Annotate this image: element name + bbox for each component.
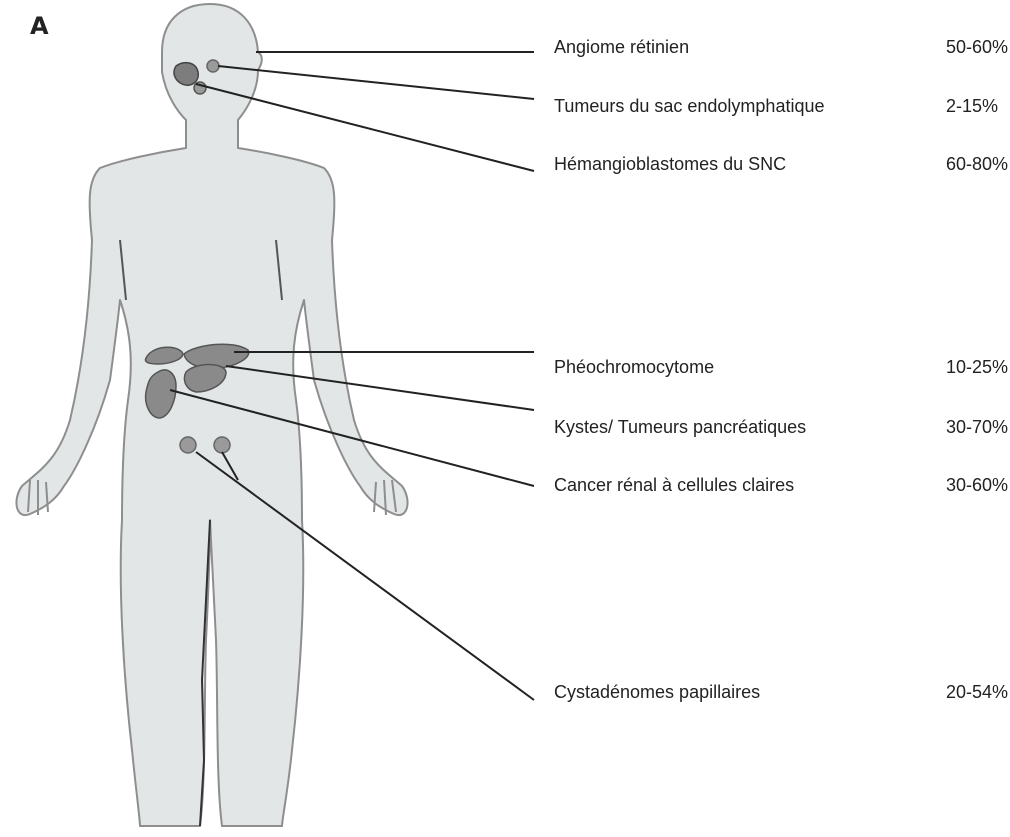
- annotation-percent-epididymis: 20-54%: [946, 681, 1008, 703]
- cerebellum-organ: [174, 63, 198, 86]
- annotation-percent-inner-ear: 2-15%: [946, 95, 998, 117]
- annotation-percent-cerebellum: 60-80%: [946, 153, 1008, 175]
- annotation-label-cerebellum: Hémangioblastomes du SNC: [554, 153, 786, 175]
- annotation-label-pancreas: Kystes/ Tumeurs pancréatiques: [554, 416, 806, 438]
- annotation-percent-kidney: 30-60%: [946, 474, 1008, 496]
- annotation-label-eye: Angiome rétinien: [554, 36, 689, 58]
- body-silhouette: [16, 4, 407, 826]
- epididymis-right-organ: [214, 437, 230, 453]
- annotation-percent-eye: 50-60%: [946, 36, 1008, 58]
- panel-letter: A: [30, 12, 49, 40]
- inner-ear-organ: [194, 82, 206, 94]
- eye-organ: [207, 60, 219, 72]
- annotation-label-epididymis: Cystadénomes papillaires: [554, 681, 760, 703]
- annotation-percent-pancreas: 30-70%: [946, 416, 1008, 438]
- annotation-label-inner-ear: Tumeurs du sac endolymphatique: [554, 95, 824, 117]
- annotation-label-adrenal: Phéochromocytome: [554, 356, 714, 378]
- annotation-label-kidney: Cancer rénal à cellules claires: [554, 474, 794, 496]
- epididymis-left-organ: [180, 437, 196, 453]
- annotation-percent-adrenal: 10-25%: [946, 356, 1008, 378]
- leader-line-inner-ear: [218, 66, 534, 99]
